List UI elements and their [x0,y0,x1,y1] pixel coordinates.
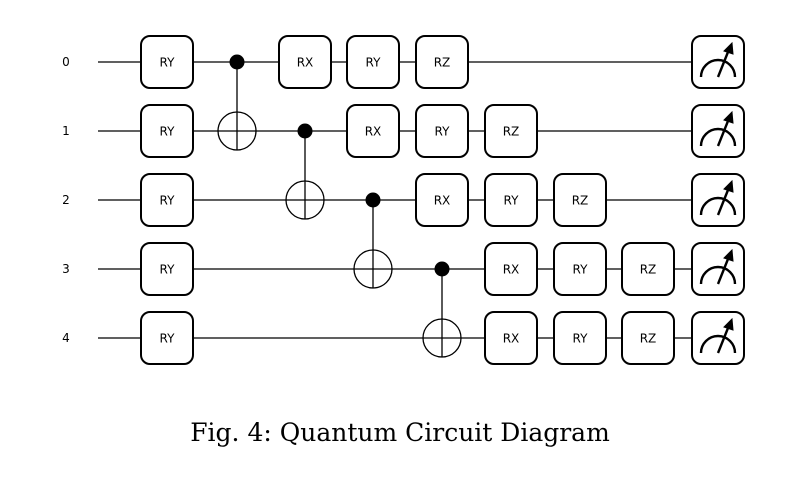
measure-arrowhead [723,248,734,262]
gate-label: RX [503,263,520,277]
gate-box [621,242,675,296]
gate-label: RY [160,263,176,277]
gate-label: RY [573,332,589,346]
gate-label: RZ [503,125,520,139]
gate-box [140,173,194,227]
figure-caption: Fig. 4: Quantum Circuit Diagram [190,418,610,447]
gate-label: RY [160,56,176,70]
qubit-label: 2 [62,193,70,207]
gate-label: RZ [640,332,657,346]
gate-label: RY [160,125,176,139]
qubit-label: 1 [62,124,70,138]
gate-label: RX [365,125,382,139]
gate-box [415,104,469,158]
measure-arc [699,58,737,78]
gate-label: RY [504,194,520,208]
measure-arrowhead [723,179,734,193]
gate-box [415,35,469,89]
cnot-control-dot [297,123,313,139]
measure-arrowhead [723,110,734,124]
gate-label: RY [160,194,176,208]
qubit-label: 4 [62,331,70,345]
gate-box [621,311,675,365]
gate-label: RX [297,56,314,70]
measure-icon [691,104,745,158]
gate-label: RY [160,332,176,346]
gate-label: RZ [572,194,589,208]
gate-label: RX [503,332,520,346]
gate-label: RX [434,194,451,208]
gate-box [484,104,538,158]
measure-icon [691,311,745,365]
gate-box [484,242,538,296]
measure-arc [699,127,737,147]
gate-box [553,311,607,365]
gate-box [140,311,194,365]
gate-box [346,35,400,89]
gate-box [140,35,194,89]
qubit-label: 0 [62,55,70,69]
measure-icon [691,242,745,296]
measure-arc [699,265,737,285]
measure-arc [699,334,737,354]
gate-label: RY [435,125,451,139]
quantum-circuit-diagram: 0 1 2 3 4 RY RY RY RY RY RX RY RZ RX RY RZ RX RY RZ RX RY RZ R… [62,35,745,365]
cnot-control-dot [365,192,381,208]
measure-icon [691,35,745,89]
gate-label: RZ [640,263,657,277]
cnot-control-dot [229,54,245,70]
gate-box [415,173,469,227]
qubit-label: 3 [62,262,70,276]
gate-box [553,173,607,227]
gate-box [346,104,400,158]
cnot-control-dot [434,261,450,277]
gate-label: RY [366,56,382,70]
gate-box [484,173,538,227]
gate-box [140,104,194,158]
gate-label: RZ [434,56,451,70]
measure-arc [699,196,737,216]
gate-box [553,242,607,296]
gate-box [278,35,332,89]
measure-icon [691,173,745,227]
gate-box [140,242,194,296]
measure-arrowhead [723,41,734,55]
gate-box [484,311,538,365]
gate-label: RY [573,263,589,277]
measure-arrowhead [723,317,734,331]
